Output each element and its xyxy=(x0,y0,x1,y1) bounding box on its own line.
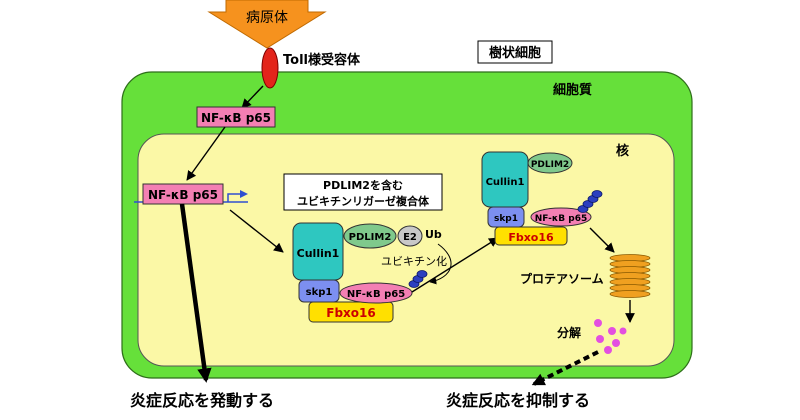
ubiquitin-ligase-complex-a: Cullin1 PDLIM2 E2 Ub skp1 Fbxo16 NF-κB p… xyxy=(292,222,452,323)
degraded-fragments xyxy=(594,319,627,354)
transcription-start-arrow xyxy=(227,193,240,202)
nfkb-cytoplasm-box xyxy=(196,106,276,128)
fbxo16-a-label: Fbxo16 xyxy=(326,306,375,320)
tlr-label: Toll様受容体 xyxy=(283,52,361,68)
inflammation-off-label: 炎症反応を抑制する xyxy=(446,391,590,410)
ub-label: Ub xyxy=(425,228,442,241)
arrow-to-inflammation-off xyxy=(531,350,599,386)
pdlim2-b-label: PDLIM2 xyxy=(531,160,569,170)
arrow-nfkb-to-gene xyxy=(186,126,226,181)
degradation-label: 分解 xyxy=(557,325,581,340)
toll-like-receptor xyxy=(261,47,279,89)
ubiquitin-chain-a xyxy=(408,270,428,288)
arrow-gene-to-complex xyxy=(229,209,284,253)
complex-title-line-1: PDLIM2を含む xyxy=(323,178,403,192)
pdlim2-a xyxy=(343,223,397,249)
fbxo16-b-label: Fbxo16 xyxy=(508,231,554,244)
dendritic-cell-label-box xyxy=(477,40,553,64)
pathogen-label: 病原体 xyxy=(246,10,288,26)
transcription-arrowhead xyxy=(240,190,248,198)
nucleus-label: 核 xyxy=(616,143,629,159)
nfkb-substrate-b xyxy=(530,207,592,227)
complex-title-line-2: ユビキチンリガーゼ複合体 xyxy=(297,194,430,208)
ubiquitin-chain-b xyxy=(577,190,603,213)
cullin1-b-label: Cullin1 xyxy=(486,177,525,188)
nucleus-area xyxy=(137,133,675,367)
pdlim2-a-label: PDLIM2 xyxy=(349,232,392,243)
e2-label: E2 xyxy=(403,232,417,243)
arrow-to-inflammation-on xyxy=(179,203,212,383)
e2-enzyme xyxy=(397,225,423,247)
fbxo16-a xyxy=(308,301,394,323)
nfkb-substrate-b-label: NF-κB p65 xyxy=(535,214,588,224)
nfkb-gene-label: NF-κB p65 xyxy=(148,188,218,202)
complex-title-box xyxy=(283,173,443,211)
skp1-b-label: skp1 xyxy=(494,214,518,224)
skp1-a-label: skp1 xyxy=(306,287,333,298)
inflammation-on-label: 炎症反応を発動する xyxy=(130,391,274,410)
arrow-tlr-to-nfkb xyxy=(241,85,264,109)
nfkb-substrate-a xyxy=(339,282,413,304)
pdlim2-b xyxy=(527,152,573,174)
ubiquitin-ligase-complex-b: Cullin1 PDLIM2 skp1 Fbxo16 NF-κB p65 xyxy=(481,151,603,246)
proteasome-label: プロテアソーム xyxy=(520,271,604,286)
fbxo16-b xyxy=(494,226,568,246)
nfkb-cytoplasm-label: NF-κB p65 xyxy=(201,111,271,125)
proteasome xyxy=(609,254,651,298)
cytoplasm-label: 細胞質 xyxy=(553,82,592,98)
ubiquitination-label: ユビキチン化 xyxy=(381,254,447,268)
arrow-to-complex-b xyxy=(411,237,499,293)
dendritic-cell-label: 樹状細胞 xyxy=(489,45,541,61)
arrow-to-proteasome xyxy=(589,227,615,253)
cullin1-a-label: Cullin1 xyxy=(297,247,340,260)
pathogen-arrow: 病原体 xyxy=(207,0,327,49)
nfkb-substrate-a-label: NF-κB p65 xyxy=(347,289,405,300)
